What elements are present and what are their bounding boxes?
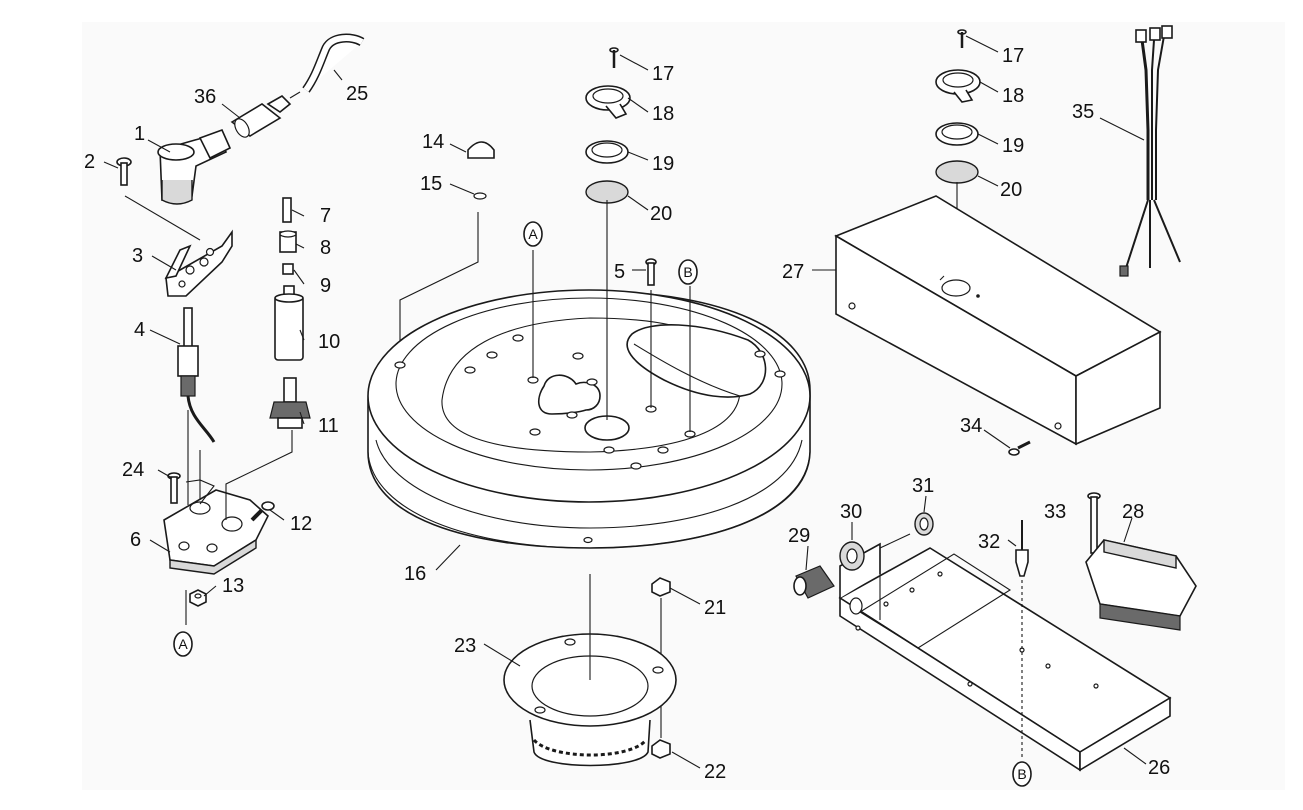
connector-part-36 [230, 95, 292, 138]
wire-harness-part-35 [1119, 25, 1181, 277]
burner-bracket-part-6 [163, 479, 269, 575]
callout-24: 24 [122, 459, 144, 481]
callout-20-right: 20 [1000, 179, 1022, 201]
callout-30: 30 [840, 501, 862, 523]
clamp-ring-part-18-center [585, 85, 631, 119]
callout-33: 33 [1044, 501, 1066, 523]
callout-28: 28 [1122, 501, 1144, 523]
hose-part-25 [289, 33, 365, 99]
ref-a-plate: A [523, 221, 543, 247]
ref-b-base: B [1012, 761, 1032, 787]
ring-part-19-right [935, 122, 979, 146]
bushing-part-29 [793, 565, 835, 599]
nut-part-22 [651, 739, 671, 759]
grommet-part-30 [839, 541, 865, 571]
callout-32: 32 [978, 531, 1000, 553]
cover-box-part-27 [834, 195, 1162, 446]
leader-lines [103, 35, 1147, 769]
svg-text:B: B [1017, 766, 1026, 782]
callout-22: 22 [704, 761, 726, 783]
nut-part-13 [189, 589, 207, 607]
callout-9: 9 [320, 275, 331, 297]
callout-labels: 1 2 3 4 6 24 7 8 9 10 11 12 13 25 36 14 … [84, 45, 1170, 783]
callout-16: 16 [404, 563, 426, 585]
callout-5: 5 [614, 261, 625, 283]
callout-18-center: 18 [652, 103, 674, 125]
callout-13: 13 [222, 575, 244, 597]
callout-4: 4 [134, 319, 145, 341]
washer-part-15 [473, 192, 487, 200]
callout-8: 8 [320, 237, 331, 259]
callout-11: 11 [318, 415, 339, 437]
burner-plate-part-16 [367, 289, 811, 549]
callout-18-right: 18 [1002, 85, 1024, 107]
nut-part-8 [279, 230, 297, 253]
callout-10: 10 [318, 331, 340, 353]
assembly-line [124, 195, 201, 241]
screw-part-2 [116, 157, 132, 186]
callout-1: 1 [134, 123, 145, 145]
callout-31: 31 [912, 475, 934, 497]
callout-2: 2 [84, 151, 95, 173]
callout-19-center: 19 [652, 153, 674, 175]
callout-20-center: 20 [650, 203, 672, 225]
screw-part-5 [645, 258, 657, 286]
screw-part-34 [1008, 440, 1031, 456]
fitting-part-11 [269, 377, 311, 429]
svg-text:A: A [528, 226, 538, 242]
svg-text:A: A [178, 636, 188, 652]
callout-15: 15 [420, 173, 442, 195]
callout-3: 3 [132, 245, 143, 267]
disc-part-20-right [935, 160, 979, 184]
sleeve-part-10 [274, 285, 304, 361]
electrode-part-4 [177, 307, 216, 443]
terminal-part-32 [1015, 520, 1029, 577]
callout-14: 14 [422, 131, 444, 153]
callout-34: 34 [960, 415, 982, 437]
callout-35: 35 [1072, 101, 1094, 123]
callout-19-right: 19 [1002, 135, 1024, 157]
elbow-plug-part-1 [157, 128, 232, 205]
svg-text:B: B [683, 264, 692, 280]
base-tray-part-26 [838, 542, 1172, 772]
screw-part-17-center [609, 47, 619, 68]
callout-29: 29 [788, 525, 810, 547]
callout-12: 12 [290, 513, 312, 535]
callout-27: 27 [782, 261, 804, 283]
callout-17-right: 17 [1002, 45, 1024, 67]
ring-part-19-center [585, 140, 629, 164]
nut-part-21 [651, 577, 671, 597]
washer-part-9 [282, 263, 294, 275]
screw-part-17-right [957, 29, 967, 48]
ref-a-bracket: A [173, 631, 193, 657]
cap-nut-part-14 [467, 141, 495, 159]
callout-21: 21 [704, 597, 726, 619]
callout-25: 25 [346, 83, 368, 105]
washer-part-31 [914, 512, 934, 536]
callout-17-center: 17 [652, 63, 674, 85]
callout-7: 7 [320, 205, 331, 227]
callout-6: 6 [130, 529, 141, 551]
ref-b-plate: B [678, 259, 698, 285]
clamp-ring-part-18-right [935, 69, 981, 103]
callout-36: 36 [194, 86, 216, 108]
bracket-part-3 [164, 229, 233, 297]
callout-23: 23 [454, 635, 476, 657]
pin-part-7 [282, 197, 292, 223]
screw-part-12 [250, 501, 275, 522]
callout-26: 26 [1148, 757, 1170, 779]
transformer-part-28 [1085, 539, 1197, 631]
disc-part-20-center [585, 180, 629, 204]
